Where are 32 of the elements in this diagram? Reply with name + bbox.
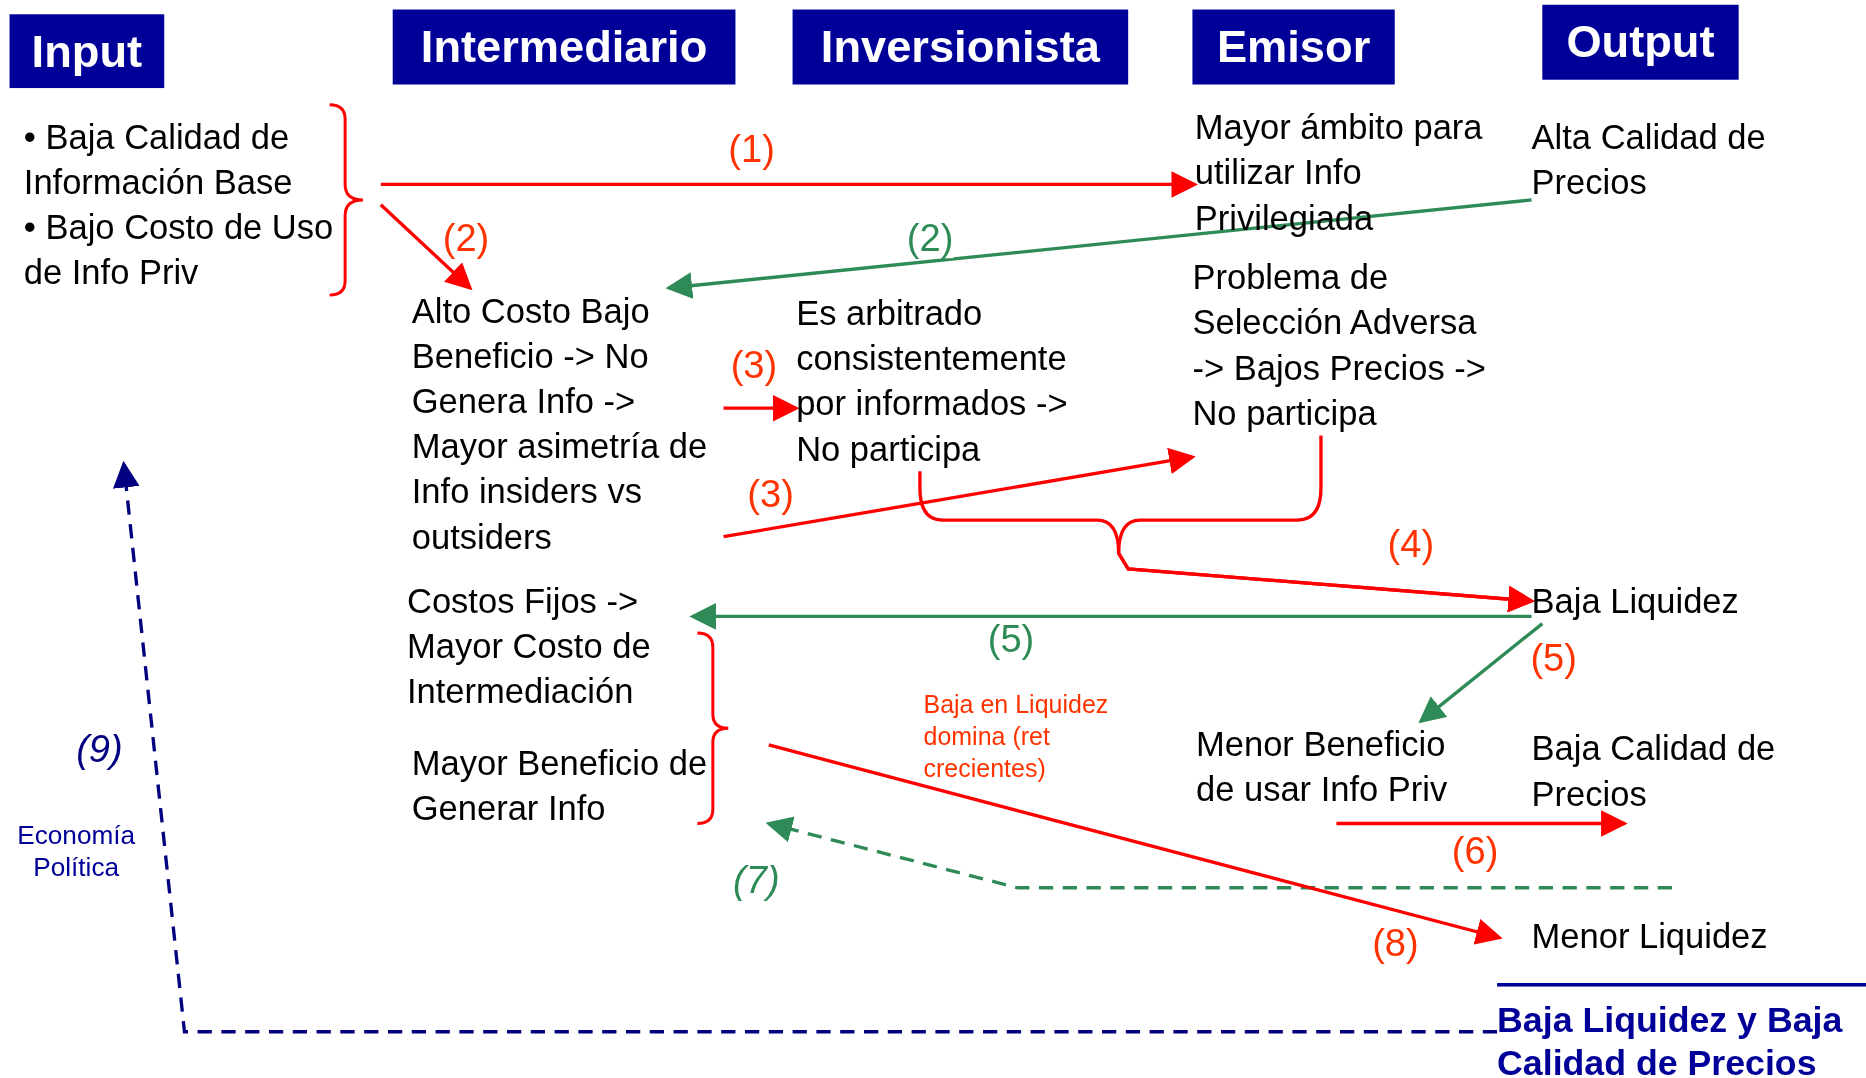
- column-header: Output: [1542, 4, 1739, 80]
- column-header: Input: [9, 14, 165, 89]
- flow-text: Menor Liquidez: [1499, 887, 1809, 960]
- flow-text: Problema de Selección Adversa -> Bajos Precios -> No participa: [1192, 254, 1490, 436]
- flow-text: Es arbitrado consistentemente por informados -> No participa: [796, 290, 1100, 472]
- flow-text: Baja Calidad de Precios: [1531, 725, 1818, 824]
- dashed-arrow: [113, 460, 1498, 1034]
- flow-text: Alta Calidad de Precios: [1531, 114, 1818, 205]
- arrow: [723, 394, 800, 422]
- flow-text: Baja Liquidez: [1531, 578, 1794, 624]
- arrow: [768, 743, 1503, 945]
- arrow: [1418, 622, 1544, 724]
- arrow: [379, 203, 473, 291]
- annotation-text: Baja en Liquidez domina (ret crecientes): [923, 689, 1110, 784]
- arrow: [1336, 810, 1628, 837]
- arrow: [723, 447, 1196, 539]
- column-header: Inversionista: [792, 9, 1129, 85]
- side-note: Economía Política: [16, 818, 137, 883]
- arrow: [665, 198, 1532, 299]
- flow-text: Mayor Beneficio de Generar Info: [411, 740, 769, 831]
- column-header: Emisor: [1192, 9, 1395, 85]
- column-header: Intermediario: [392, 9, 736, 85]
- bullet-item: • Bajo Costo de Uso de Info Priv: [23, 207, 335, 294]
- arrow: [689, 603, 1532, 630]
- flow-text: Menor Beneficio de usar Info Priv: [1196, 721, 1488, 824]
- flow-text: Costos Fijos -> Mayor Costo de Intermediación: [407, 578, 693, 715]
- flow-text: Alto Costo Bajo Beneficio -> No Genera Info -> Mayor asimetría de Info insiders vs outsiders: [411, 288, 724, 560]
- arrow: [380, 171, 1199, 198]
- dashed-arrow: [765, 816, 1672, 890]
- bullet-item: • Baja Calidad de Información Base: [23, 116, 294, 204]
- arrow: [1117, 435, 1535, 613]
- summary-text: Baja Liquidez y Baja Calidad de Precios: [1497, 983, 1866, 1078]
